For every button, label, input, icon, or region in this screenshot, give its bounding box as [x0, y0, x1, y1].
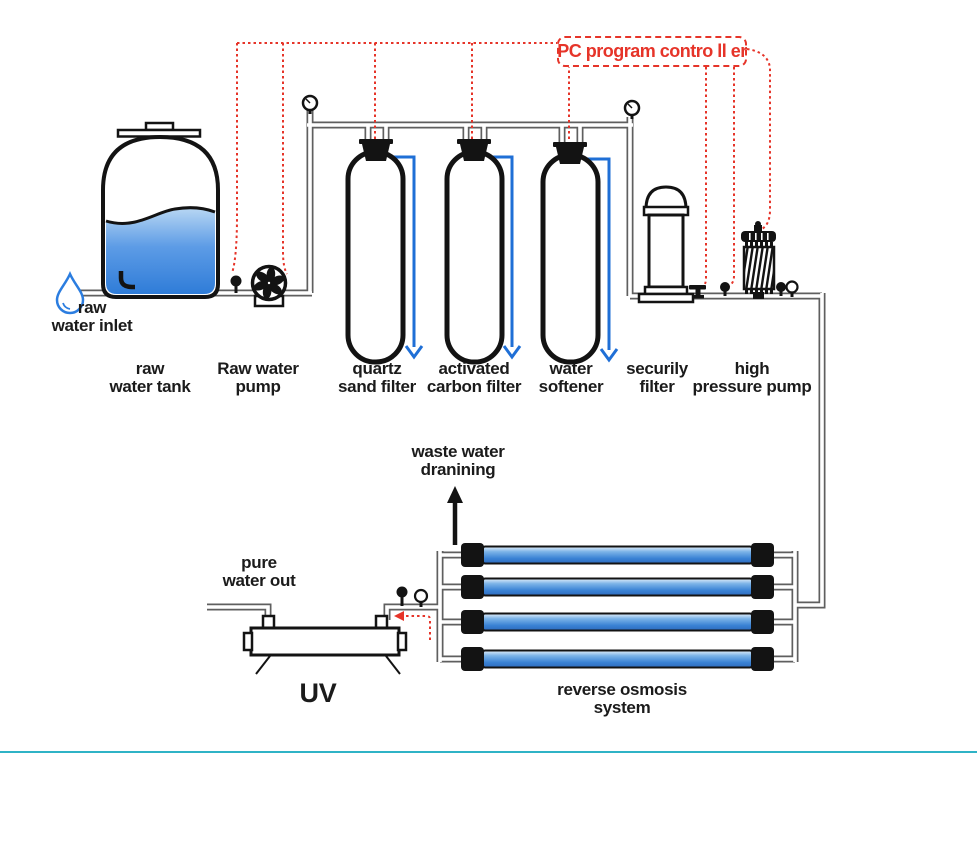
pc-program-controller-label: PC program contro ll er [557, 41, 747, 61]
label-quartz-sand-filter: quartz sand filter [338, 359, 416, 396]
waste-arrow-up-icon [447, 486, 463, 545]
water-drop-icon [55, 270, 85, 315]
label-reverse-osmosis-system: reverse osmosis system [557, 680, 687, 717]
label-water-softener: water softener [538, 359, 604, 396]
pump-fan-icon [252, 266, 286, 300]
label-pure-water-out: pure water out [222, 553, 296, 590]
label-security-filter: securily filter [626, 359, 688, 396]
pipe-network [75, 110, 826, 663]
label-activated-carbon-filter: activated carbon filter [426, 359, 522, 396]
pc-program-controller: PC program contro ll er [557, 36, 747, 67]
bottom-divider-line [0, 751, 977, 753]
label-raw-water-pump: Raw water pump [217, 359, 299, 396]
raw-water-tank [101, 121, 220, 299]
security-filter-vessel [637, 185, 695, 304]
label-raw-water-inlet: raw water inlet [51, 298, 133, 335]
activated-carbon-filter-vessel [444, 139, 505, 365]
raw-water-pump [250, 264, 288, 308]
label-waste-water-draining: waste water dranining [411, 442, 505, 479]
water-softener-vessel [540, 142, 601, 365]
quartz-sand-filter-vessel [345, 139, 406, 365]
pressure-gauge-icon [301, 94, 799, 607]
label-uv: UV [299, 678, 337, 708]
valve-icon [230, 275, 786, 606]
uv-sterilizer [242, 614, 408, 675]
ro-membrane-tubes [461, 543, 774, 671]
label-raw-water-tank: raw water tank [109, 359, 191, 396]
control-arrow-icon [394, 611, 404, 621]
high-pressure-pump [741, 221, 776, 299]
t-valve-icon [689, 285, 706, 299]
label-high-pressure-pump: high pressure pump [692, 359, 812, 396]
